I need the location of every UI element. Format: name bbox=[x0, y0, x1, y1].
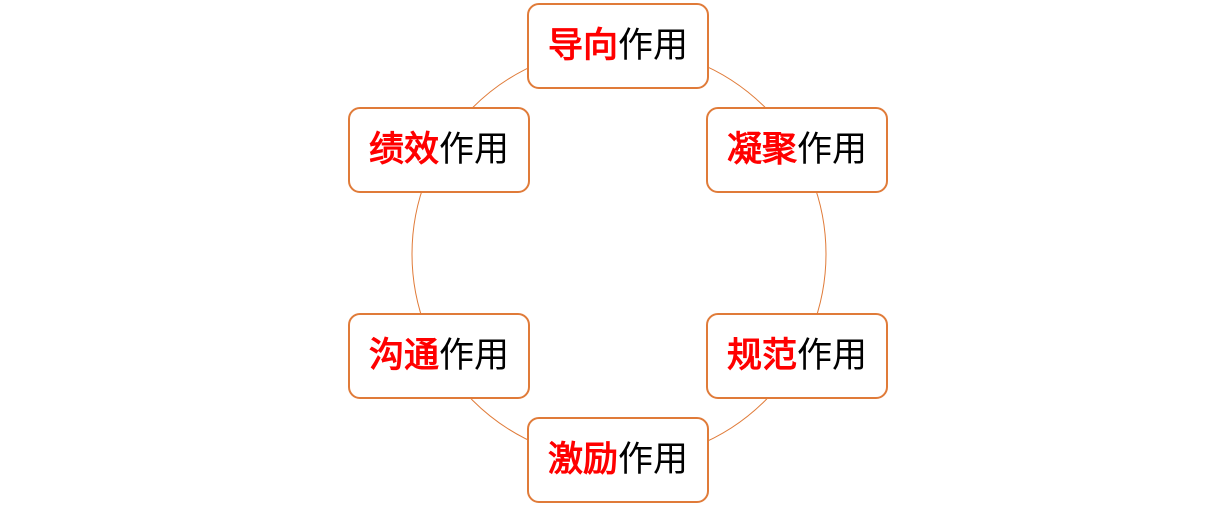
node-cohesion[interactable]: 凝聚作用 bbox=[706, 107, 888, 193]
node-highlight-text: 激励 bbox=[547, 439, 618, 480]
node-performance[interactable]: 绩效作用 bbox=[348, 107, 530, 193]
node-norms[interactable]: 规范作用 bbox=[706, 313, 888, 399]
node-suffix-text: 作用 bbox=[797, 335, 868, 376]
node-suffix-text: 作用 bbox=[797, 129, 868, 170]
node-communication[interactable]: 沟通作用 bbox=[348, 313, 530, 399]
node-highlight-text: 绩效 bbox=[368, 129, 439, 170]
node-suffix-text: 作用 bbox=[439, 335, 510, 376]
node-guidance[interactable]: 导向作用 bbox=[527, 3, 709, 89]
node-incentive[interactable]: 激励作用 bbox=[527, 417, 709, 503]
node-suffix-text: 作用 bbox=[618, 439, 689, 480]
node-highlight-text: 沟通 bbox=[368, 335, 439, 376]
node-suffix-text: 作用 bbox=[439, 129, 510, 170]
node-highlight-text: 凝聚 bbox=[726, 129, 797, 170]
node-suffix-text: 作用 bbox=[618, 25, 689, 66]
node-highlight-text: 导向 bbox=[547, 25, 618, 66]
node-highlight-text: 规范 bbox=[726, 335, 797, 376]
